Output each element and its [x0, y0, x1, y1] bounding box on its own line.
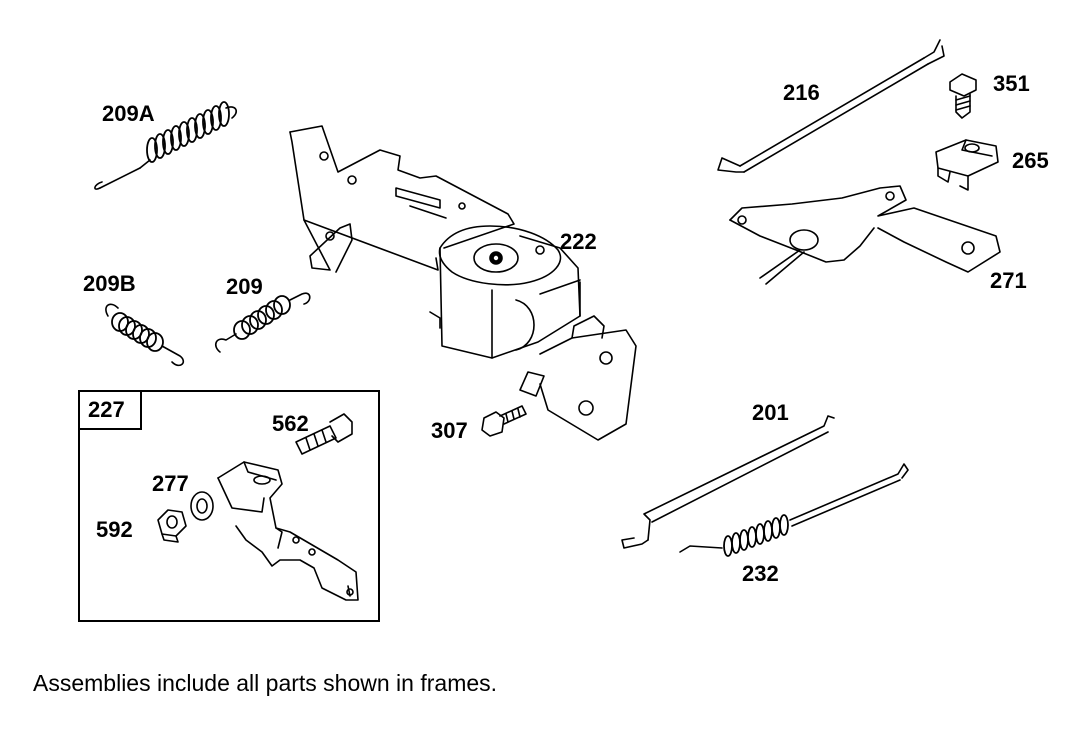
assembly-frame — [78, 390, 380, 622]
part-label-351: 351 — [993, 71, 1030, 96]
part-label-265: 265 — [1012, 148, 1049, 173]
part-label-271: 271 — [990, 268, 1027, 293]
motor-mount-plate-icon — [519, 315, 637, 441]
bolt-307-icon — [481, 405, 527, 437]
link-rod-201-icon — [621, 415, 835, 549]
part-label-209a: 209A — [102, 101, 155, 126]
part-label-592: 592 — [96, 517, 133, 542]
part-label-277: 277 — [152, 471, 189, 496]
washer-277-icon — [190, 491, 214, 521]
bolt-562-icon — [295, 413, 353, 455]
control-bracket-icon — [289, 125, 515, 329]
part-label-209b: 209B — [83, 271, 136, 296]
link-rod-216-icon — [717, 39, 945, 173]
clip-265-icon — [935, 139, 999, 191]
spring-209b-icon — [105, 303, 185, 367]
spring-209a-icon — [94, 101, 238, 190]
part-label-209: 209 — [226, 274, 263, 299]
spring-209-icon — [214, 292, 311, 353]
part-label-222: 222 — [560, 229, 597, 254]
spring-232-icon — [679, 463, 909, 557]
lever-assembly-227-icon — [217, 461, 359, 601]
part-label-307: 307 — [431, 418, 468, 443]
governor-motor-icon — [438, 225, 581, 359]
nut-592-icon — [157, 509, 187, 543]
bolt-351-icon — [949, 73, 977, 119]
lever-271-icon — [729, 185, 1001, 285]
part-label-562: 562 — [272, 411, 309, 436]
part-label-227: 227 — [88, 397, 125, 422]
part-label-216: 216 — [783, 80, 820, 105]
part-label-232: 232 — [742, 561, 779, 586]
part-label-201: 201 — [752, 400, 789, 425]
assembly-frame-tab — [78, 390, 142, 430]
assembly-footnote: Assemblies include all parts shown in fr… — [33, 670, 498, 696]
